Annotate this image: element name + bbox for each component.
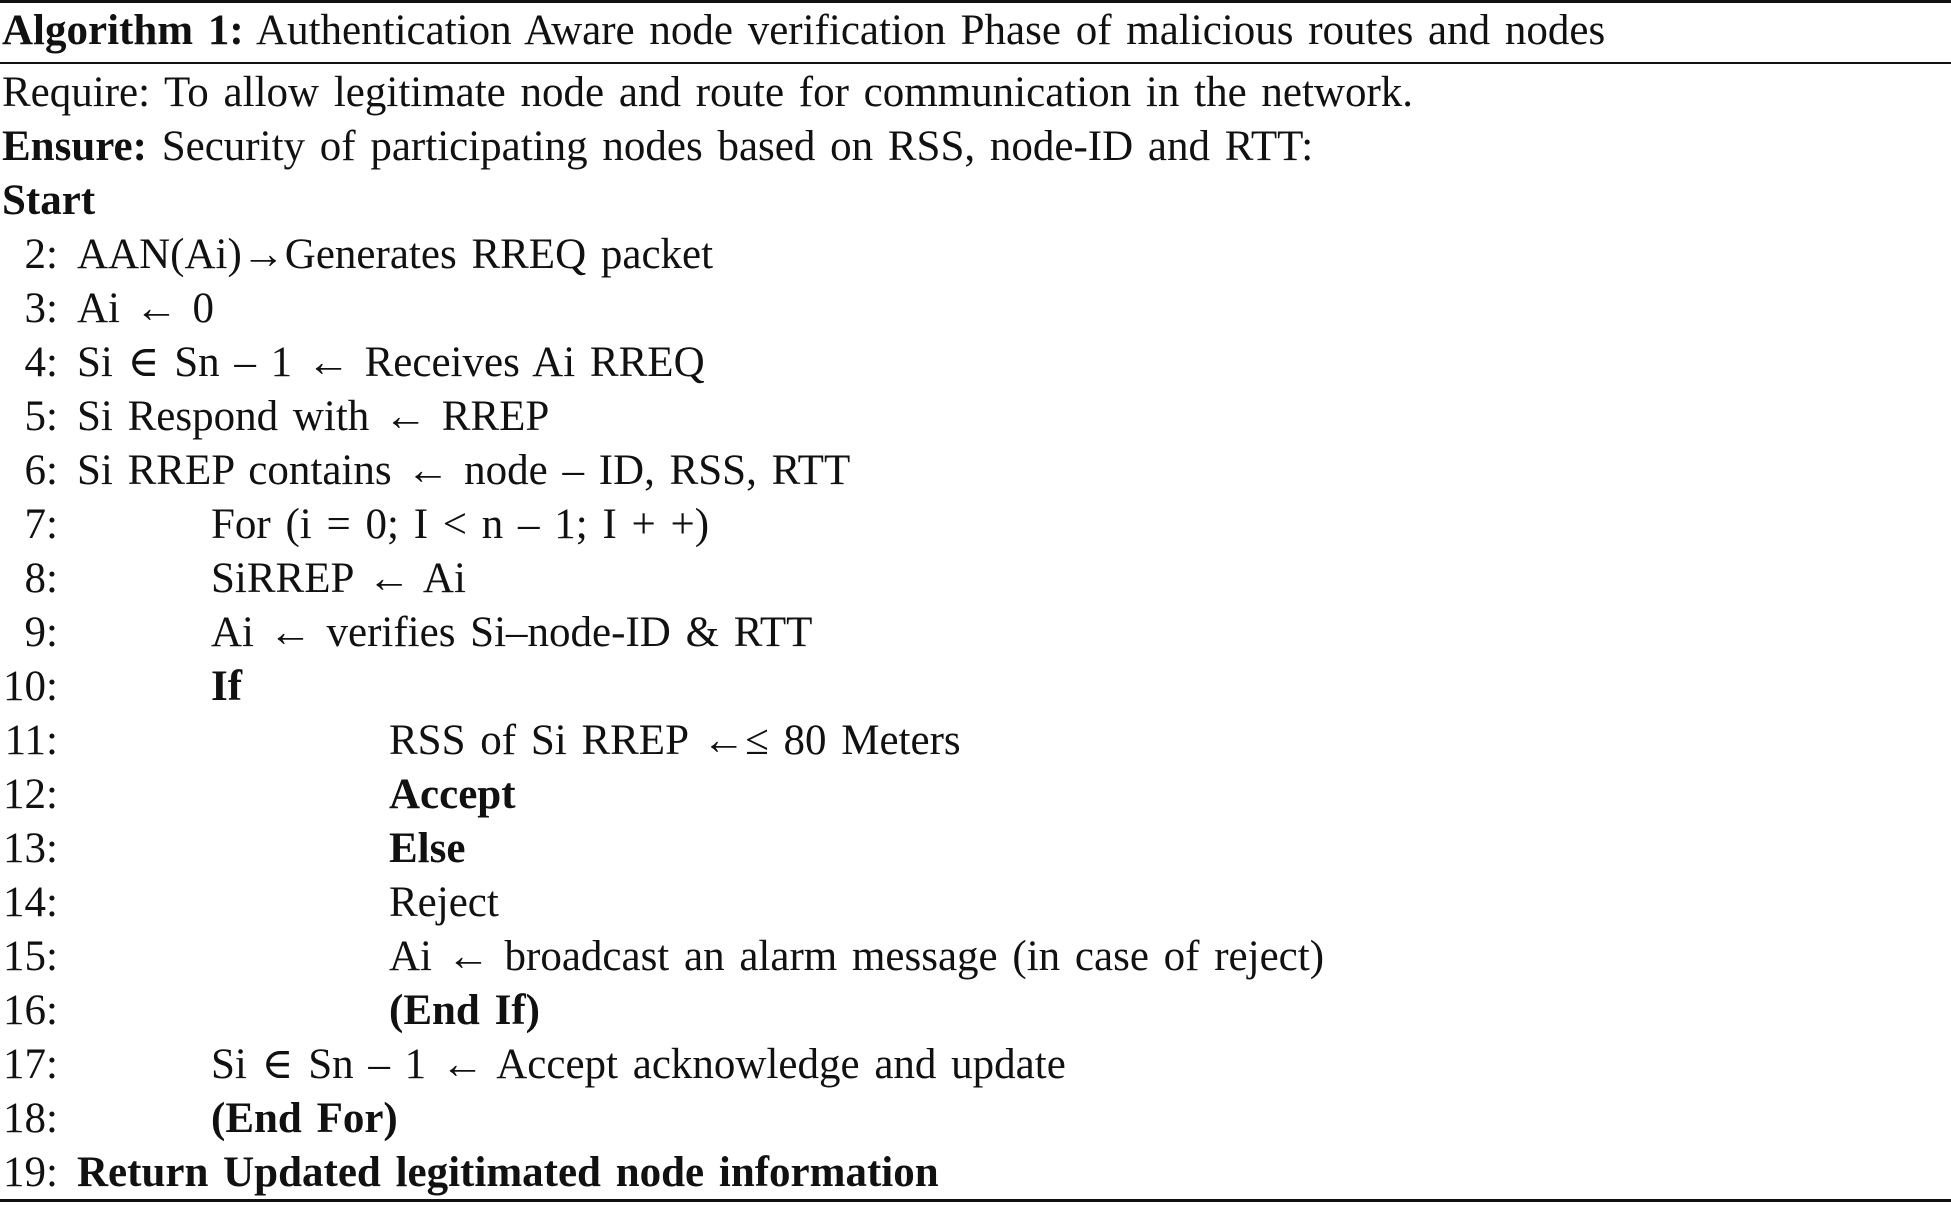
line-text: (End If) <box>389 987 540 1034</box>
line-number: 18: <box>3 1095 58 1142</box>
line-number: 11: <box>4 717 58 764</box>
line-text: For (i = 0; I < n – 1; I + +) <box>211 501 710 548</box>
line-number: 13: <box>3 825 58 872</box>
line-text: Return Updated legitimated node informat… <box>77 1149 939 1196</box>
line-text: (End For) <box>211 1095 398 1142</box>
line-text: SiRREP ← Ai <box>211 555 466 602</box>
line-number: 4: <box>24 339 58 386</box>
algorithm-title: Authentication Aware node verification P… <box>256 7 1606 54</box>
line-number: 3: <box>24 285 58 332</box>
line-text: Si ∈ Sn – 1 ← Accept acknowledge and upd… <box>211 1041 1066 1088</box>
line-number: 15: <box>3 933 58 980</box>
algorithm-label: Algorithm 1: <box>2 7 244 54</box>
ensure-text: Security of participating nodes based on… <box>161 123 1314 170</box>
line-number: 10: <box>3 663 58 710</box>
line-text: AAN(Ai)→Generates RREQ packet <box>77 231 714 278</box>
line-number: 2: <box>24 231 58 278</box>
line-text: Si RREP contains ← node – ID, RSS, RTT <box>77 447 851 494</box>
line-text: Si Respond with ← RREP <box>77 393 550 440</box>
line-text: Accept <box>389 771 516 818</box>
bottom-rule <box>0 1199 1951 1202</box>
require-text: Require: To allow legitimate node and ro… <box>2 69 1414 116</box>
line-number: 6: <box>24 447 58 494</box>
line-text: Ai ← broadcast an alarm message (in case… <box>389 933 1325 980</box>
line-number: 16: <box>3 987 58 1034</box>
line-number: 17: <box>3 1041 58 1088</box>
line-text: Ai ← 0 <box>77 285 214 332</box>
start-label: Start <box>2 177 96 224</box>
line-number: 14: <box>3 879 58 926</box>
line-text: Ai ← verifies Si–node-ID & RTT <box>211 609 813 656</box>
line-number: 8: <box>24 555 58 602</box>
line-number: 9: <box>24 609 58 656</box>
ensure-wrap: Ensure: Security of participating nodes … <box>2 120 1313 174</box>
line-number: 19: <box>3 1149 58 1196</box>
line-text: Reject <box>389 879 499 926</box>
line-text: Else <box>389 825 466 872</box>
line-number: 7: <box>24 501 58 548</box>
line-text: If <box>211 663 243 710</box>
algorithm-caption: Algorithm 1: Authentication Aware node v… <box>2 2 1605 60</box>
line-text: Si ∈ Sn – 1 ← Receives Ai RREQ <box>77 339 705 386</box>
line-number: 5: <box>24 393 58 440</box>
line-text: RSS of Si RREP ←≤ 80 Meters <box>389 717 961 764</box>
top-rule <box>0 0 1951 3</box>
line-number: 12: <box>3 771 58 818</box>
ensure-label: Ensure: <box>2 123 147 170</box>
caption-rule <box>0 62 1951 64</box>
